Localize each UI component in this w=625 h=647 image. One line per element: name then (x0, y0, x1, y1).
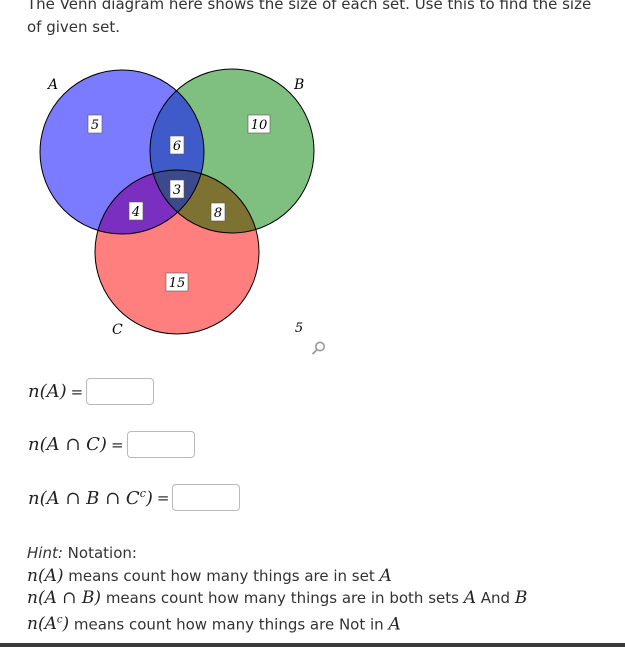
question-2-expression: n(A ∩ C) (28, 434, 107, 455)
value-a-only: 5 (91, 118, 99, 133)
value-abc: 3 (173, 183, 181, 198)
answer-n-a-b-not-c-input[interactable] (172, 484, 241, 511)
instructions-text: The Venn diagram here shows the size of … (27, 0, 592, 36)
hint-section: Hint: Notation: n(A) means count how man… (27, 542, 527, 636)
value-c-only: 15 (169, 276, 186, 291)
set-b-label: B (293, 77, 304, 93)
venn-diagram: A B C 5 10 6 3 4 8 15 5 (39, 68, 315, 338)
bottom-divider (0, 643, 625, 647)
magnifier-icon[interactable] (311, 340, 327, 356)
set-a-label: A (46, 77, 58, 93)
hint-line-2: n(A ∩ B) means count how many things are… (27, 588, 528, 608)
value-ac-only: 4 (131, 205, 140, 220)
question-n-a: n(A) = (28, 378, 155, 405)
question-n-a-intersect-c: n(A ∩ C) = (28, 431, 195, 458)
question-1-expression: n(A) (28, 381, 67, 402)
value-ab-only: 6 (173, 139, 181, 154)
value-b-only: 10 (251, 118, 268, 133)
question-3-expression: n(A ∩ B ∩ Cc) (28, 486, 153, 509)
answer-n-a-input[interactable] (86, 378, 155, 405)
value-bc-only: 8 (214, 206, 222, 221)
hint-line-3: n(Ac) means count how many things are No… (27, 614, 401, 635)
answer-n-a-intersect-c-input[interactable] (126, 431, 195, 458)
set-c-label: C (112, 322, 123, 338)
question-n-a-b-not-c: n(A ∩ B ∩ Cc) = (28, 484, 241, 511)
value-outside: 5 (295, 321, 303, 336)
hint-line-1: n(A) means count how many things are in … (27, 565, 392, 586)
hint-heading: Hint: Notation: (27, 544, 137, 562)
